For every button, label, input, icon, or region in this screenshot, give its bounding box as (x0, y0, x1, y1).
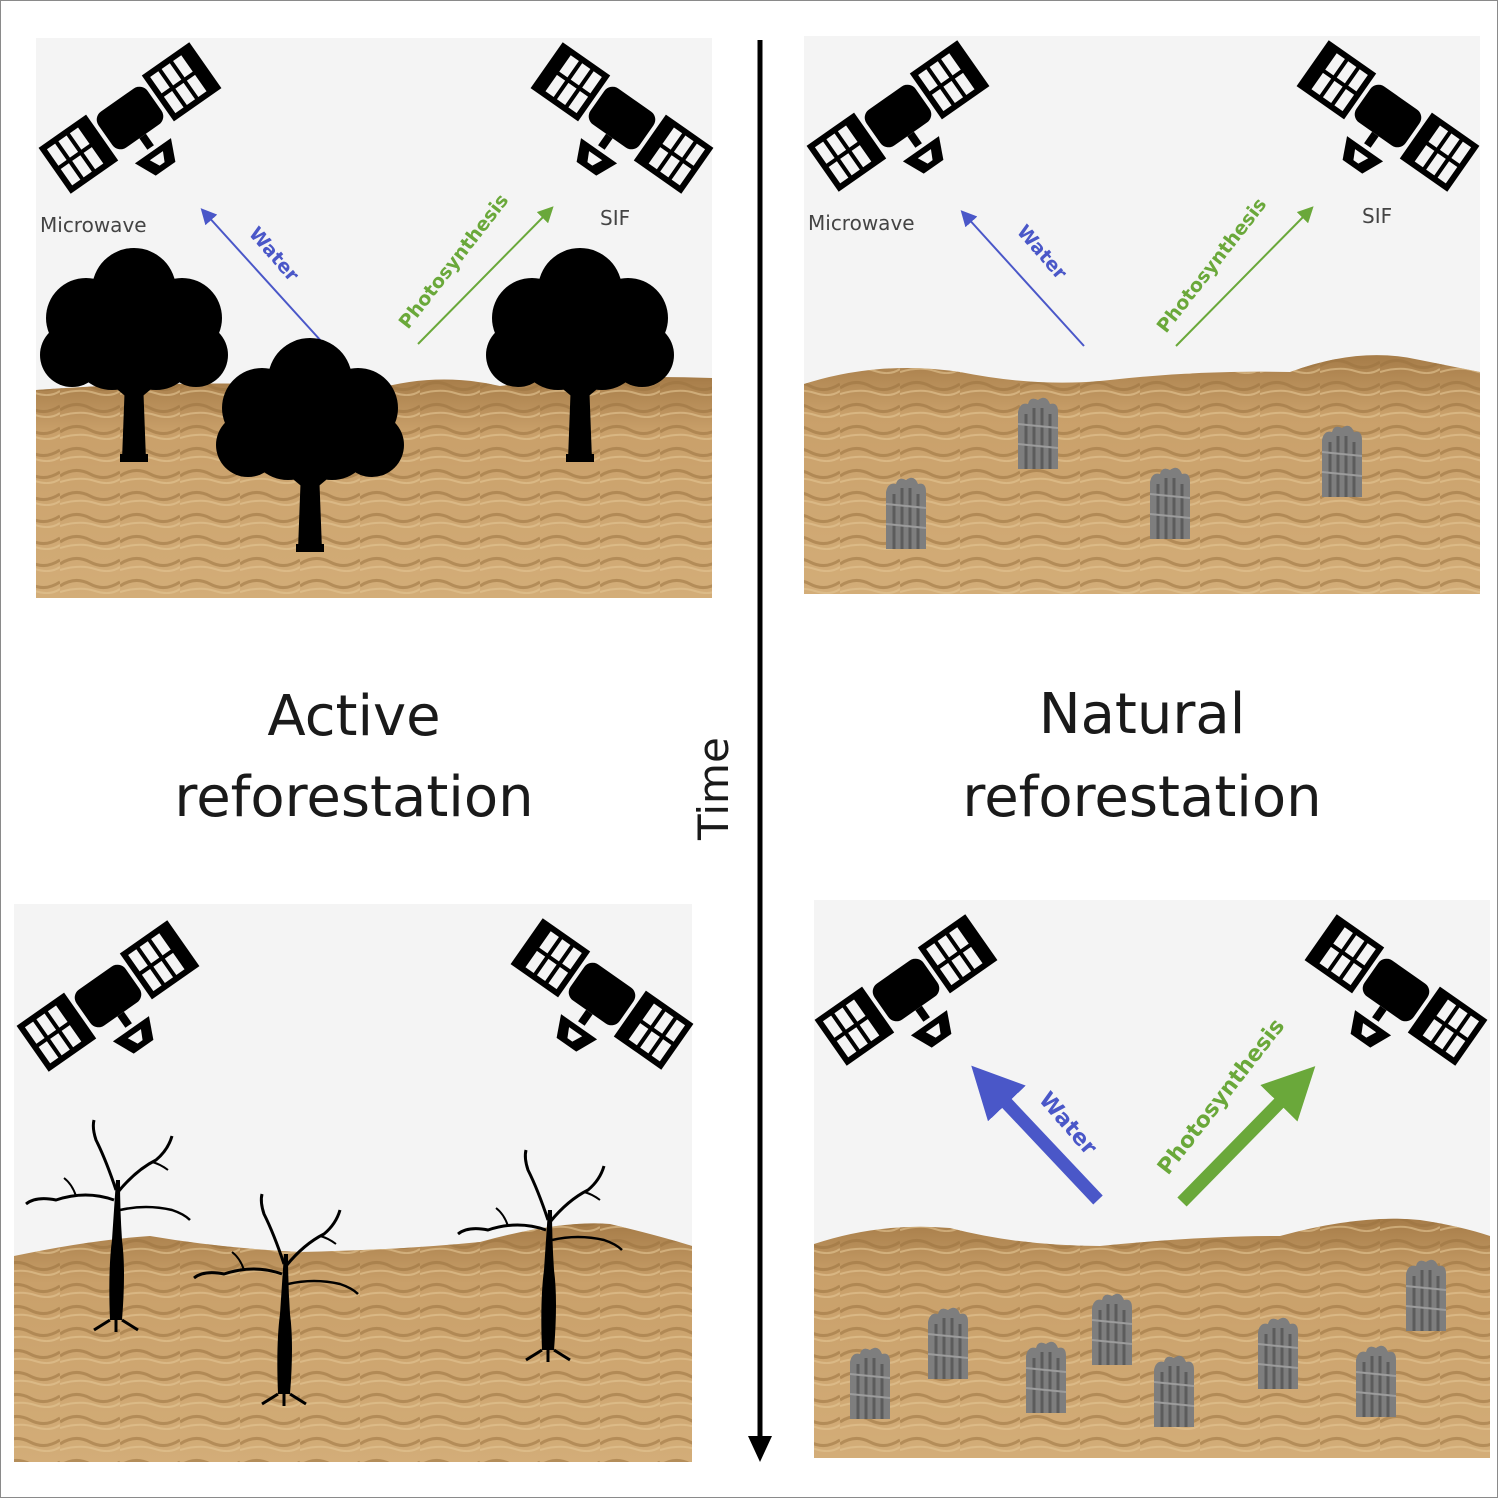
photosynthesis-arrow (1175, 206, 1314, 347)
sapling-icon (1090, 1292, 1134, 1367)
sapling-icon (1404, 1258, 1448, 1333)
sif-label: SIF (1362, 204, 1392, 228)
active-title-line1: Active (267, 684, 440, 749)
panel-natural-before: Microwave SIF Water Photosynthesis (804, 36, 1480, 594)
natural-title-line2: reforestation (962, 765, 1321, 830)
natural-title-line1: Natural (1039, 682, 1246, 747)
water-arrow (200, 208, 323, 343)
active-title-line2: reforestation (174, 765, 533, 830)
photosynthesis-arrow-thick (1177, 1066, 1316, 1207)
time-arrow-head (748, 1436, 772, 1462)
microwave-label: Microwave (40, 213, 147, 237)
sapling-icon (1016, 396, 1060, 471)
sapling-icon (1320, 424, 1364, 499)
water-arrow (960, 210, 1085, 347)
photosynthesis-arrow (417, 206, 554, 345)
panel-active-before: Microwave SIF Water Photosynthesis (36, 38, 714, 598)
panel-active-after (14, 904, 694, 1462)
sapling-icon (1152, 1354, 1196, 1429)
sapling-icon (926, 1306, 970, 1381)
sif-label: SIF (600, 206, 630, 230)
time-label: Time (689, 737, 738, 841)
sapling-icon (1024, 1340, 1068, 1415)
water-arrow-thick (971, 1065, 1103, 1205)
panel-natural-after: Water Photosynthesis (814, 900, 1490, 1458)
sapling-icon (1256, 1316, 1300, 1391)
sapling-icon (1354, 1344, 1398, 1419)
microwave-label: Microwave (808, 211, 915, 235)
sapling-icon (848, 1346, 892, 1421)
sapling-icon (884, 476, 928, 551)
sapling-icon (1148, 466, 1192, 541)
